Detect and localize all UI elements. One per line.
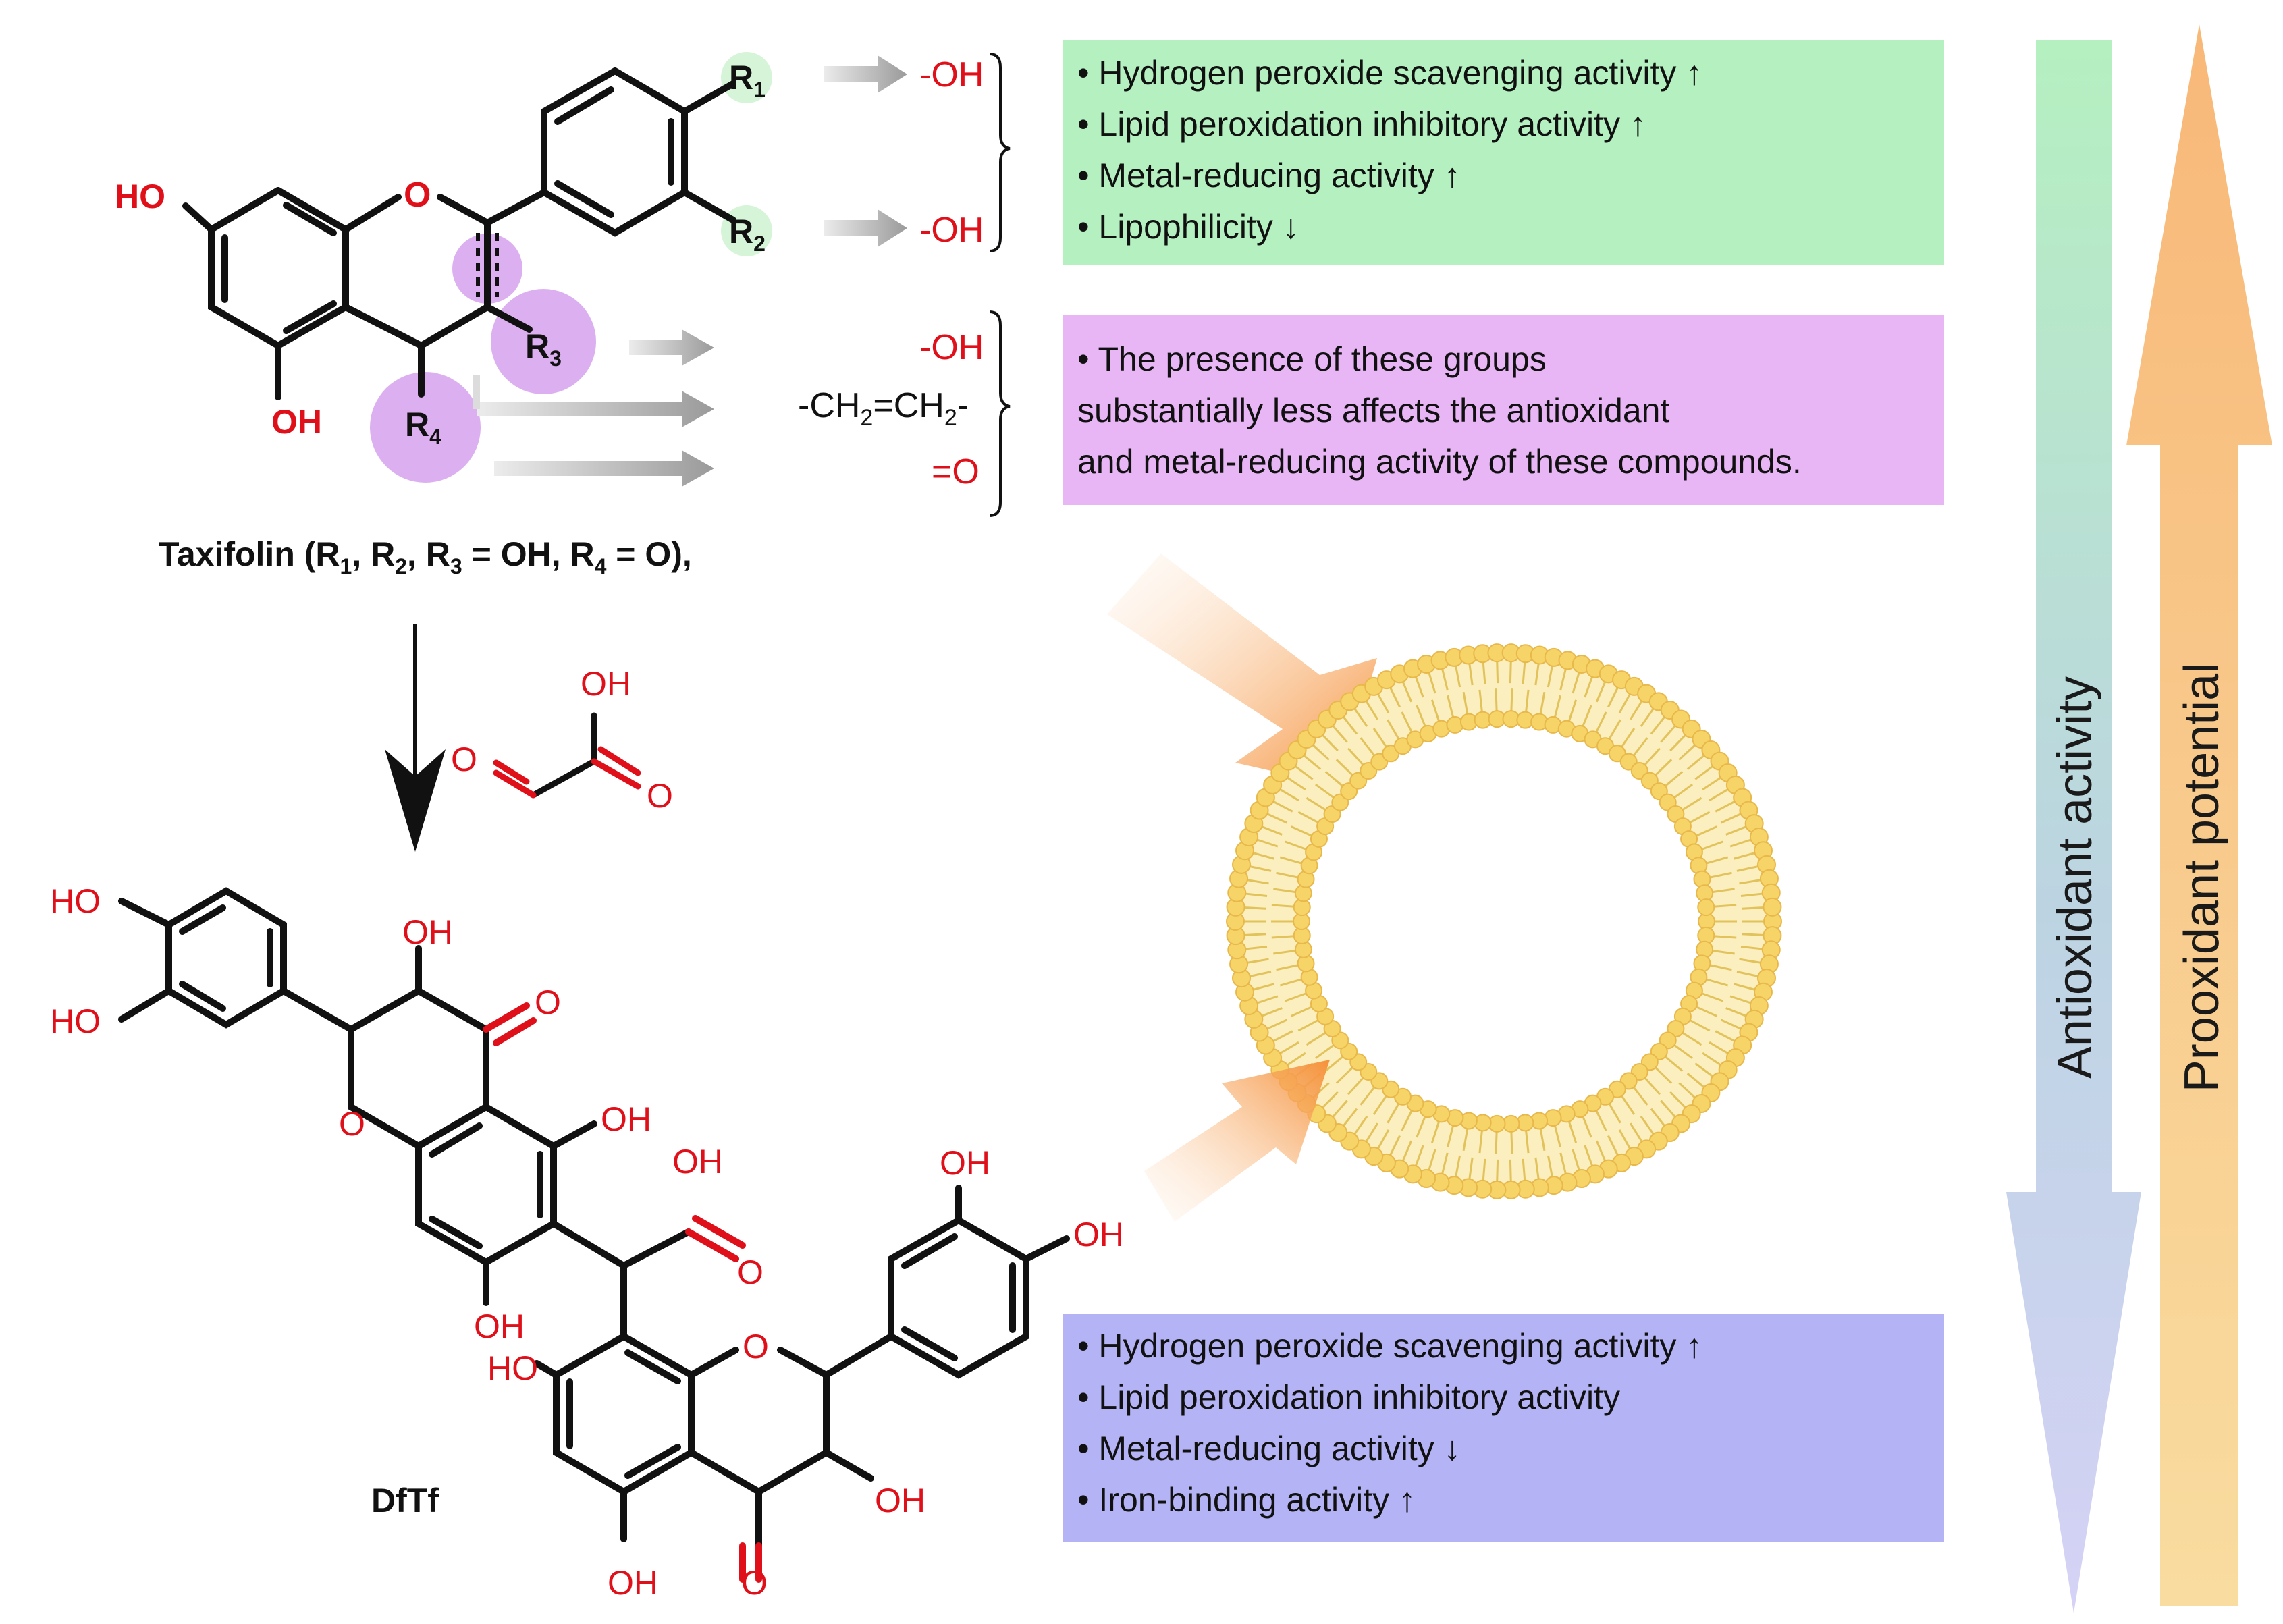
group-carbonyl: =O (932, 452, 979, 491)
dftf-oh-top: OH (402, 913, 453, 951)
dftf-structure: HO HO OH O O OH OH O OH HO O OH OH OH OH… (50, 882, 1124, 1602)
blue-info-box: • Hydrogen peroxide scavenging activity … (1063, 1314, 1944, 1542)
blue-item-1: • Hydrogen peroxide scavenging activity … (1077, 1327, 1703, 1365)
group-r2-oh: -OH (919, 211, 984, 250)
dftf-o-ketone: O (535, 983, 561, 1021)
prooxidant-label: Prooxidant potential (2175, 663, 2229, 1092)
arrow-r3 (629, 329, 714, 366)
dftf-label: DfTf (371, 1482, 439, 1519)
taxifolin-structure: HO O OH R1 R2 R3 R4 Taxifolin (R1, R2, R… (115, 52, 772, 578)
green-item-4: • Lipophilicity ↓ (1077, 208, 1299, 246)
dftf-o-acid: O (737, 1253, 763, 1291)
atom-o-ring: O (404, 175, 431, 215)
arrow-carbonyl (494, 450, 714, 487)
dftf-ho-top: HO (50, 882, 101, 920)
reaction: OH O O (385, 624, 673, 852)
liposome-illustration (1107, 553, 1782, 1222)
label-r1: R1 (729, 59, 766, 102)
purple-line-3: and metal-reducing activity of these com… (1077, 443, 1802, 481)
reagent-o-left: O (451, 740, 477, 778)
antioxidant-label: Antioxidant activity (2048, 676, 2102, 1079)
orange-arrow-lower (1144, 1060, 1330, 1222)
dftf-oh-lower: OH (474, 1307, 525, 1345)
reagent-o-right: O (647, 777, 673, 815)
blue-item-3: • Metal-reducing activity ↓ (1077, 1430, 1461, 1467)
atom-ho: HO (115, 178, 165, 215)
group-ethylene: -CH2=CH2- (798, 386, 969, 431)
dftf-o-ring-upper: O (339, 1105, 365, 1143)
label-r2: R2 (729, 213, 766, 256)
purple-line-2: substantially less affects the antioxida… (1077, 391, 1670, 429)
highlight-r1 (721, 52, 772, 103)
dftf-oh-right-top: OH (940, 1144, 990, 1182)
group-r3-oh: -OH (919, 328, 984, 367)
dftf-o-ring-lower: O (743, 1328, 769, 1365)
bracket-bottom (989, 310, 1011, 517)
prooxidant-arrow: Prooxidant potential (2126, 24, 2272, 1606)
liposome (1226, 643, 1782, 1199)
group-r1-oh: -OH (919, 55, 984, 94)
dftf-oh-c3: OH (875, 1482, 925, 1519)
label-r4: R4 (405, 406, 441, 449)
dftf-ho-mid: HO (50, 1002, 101, 1040)
purple-info-box: • The presence of these groups substanti… (1063, 315, 1944, 505)
arrow-r2 (824, 209, 907, 247)
reaction-arrow-head (385, 749, 446, 852)
green-item-3: • Metal-reducing activity ↑ (1077, 157, 1461, 194)
dftf-oh-bottom: OH (608, 1564, 658, 1602)
green-item-1: • Hydrogen peroxide scavenging activity … (1077, 54, 1703, 92)
lipid-head-outer (1763, 897, 1782, 917)
reagent-oh: OH (581, 665, 631, 703)
dftf-oh-acid: OH (672, 1143, 723, 1181)
arrow-r1 (824, 55, 907, 93)
antioxidant-arrow: Antioxidant activity (2006, 40, 2141, 1613)
bracket-top (989, 53, 1011, 252)
blue-item-4: • Iron-binding activity ↑ (1077, 1481, 1416, 1519)
purple-line-1: • The presence of these groups (1077, 340, 1547, 378)
dftf-oh-mid: OH (601, 1100, 651, 1138)
blue-item-2: • Lipid peroxidation inhibitory activity (1077, 1378, 1621, 1416)
green-info-box: • Hydrogen peroxide scavenging activity … (1063, 40, 1944, 265)
highlight-r4 (370, 372, 481, 483)
lipid-head-inner (1697, 898, 1715, 917)
dftf-o-bottom: O (741, 1564, 768, 1602)
dftf-oh-right: OH (1073, 1216, 1124, 1253)
atom-oh: OH (271, 403, 322, 441)
label-r3: R3 (525, 327, 562, 371)
green-item-2: • Lipid peroxidation inhibitory activity… (1077, 105, 1646, 143)
arrow-alkene (477, 391, 714, 427)
substituent-arrows: -OH -OH -OH -CH2=CH2- =O (473, 53, 1011, 517)
highlight-r3 (491, 289, 596, 394)
dftf-ho-lower: HO (487, 1349, 538, 1387)
taxifolin-caption: Taxifolin (R1, R2, R3 = OH, R4 = O), (159, 535, 692, 578)
